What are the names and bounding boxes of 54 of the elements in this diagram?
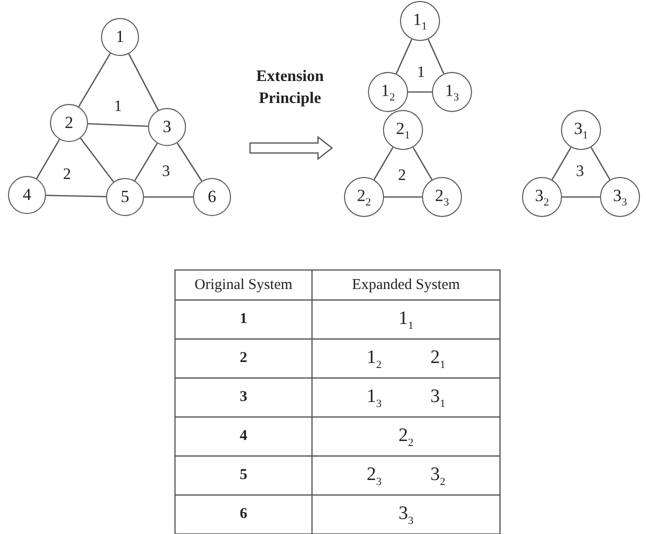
connector-line <box>412 146 432 180</box>
table-cell-text: 1 <box>238 310 248 329</box>
connector-line <box>128 54 159 110</box>
node-circle: 5 <box>106 178 144 216</box>
connector-line <box>590 146 610 180</box>
connector-line <box>134 142 158 182</box>
table-cell-text: 1$_{2}$ 2$_{1}$ <box>366 346 446 372</box>
connector-line <box>374 146 394 180</box>
connector-line <box>384 196 422 198</box>
node-circle: 1$_{3}$ <box>432 72 472 112</box>
connector-line <box>46 194 106 198</box>
connector-line <box>78 53 111 107</box>
node-circle: 1$_{1}$ <box>400 1 440 41</box>
node-circle: 3 <box>148 108 186 146</box>
region-number: 2 <box>63 166 71 184</box>
connector-line <box>408 91 432 93</box>
node-circle: 2$_{1}$ <box>383 110 423 150</box>
connector-line <box>552 146 572 180</box>
node-circle: 3$_{2}$ <box>522 177 562 217</box>
table-cell-text: 2 <box>238 349 248 368</box>
node-circle: 2$_{3}$ <box>422 177 462 217</box>
table-cell-text: 1$_{3}$ 3$_{1}$ <box>366 384 446 412</box>
connector-line <box>176 142 202 182</box>
region-number: 2 <box>398 167 406 185</box>
region-number: 1 <box>417 64 425 82</box>
table-header: Original System <box>194 276 294 294</box>
connector-line <box>36 139 60 179</box>
node-circle: 2 <box>50 104 88 142</box>
node-circle: 3$_{1}$ <box>561 110 601 150</box>
table-header: Expanded System <box>351 276 461 294</box>
connector-line <box>144 196 193 198</box>
region-number: 3 <box>162 163 170 181</box>
table-cell-text: 2$_{3}$ 3$_{2}$ <box>366 462 446 490</box>
node-circle: 4 <box>8 176 46 214</box>
region-number: 1 <box>114 98 122 116</box>
table-cell-text: 2$_{2}$ <box>398 424 414 450</box>
table-cell-text: 3$_{3}$ <box>398 502 414 528</box>
connector-line <box>428 38 444 74</box>
table-cell-text: 3 <box>238 388 248 407</box>
connector-line <box>80 138 114 182</box>
node-circle: 1 <box>101 18 139 56</box>
table-cell-text: 4 <box>238 427 248 446</box>
node-circle: 1$_{2}$ <box>368 72 408 112</box>
table-cell-text: 1$_{1}$ <box>398 306 414 334</box>
table-cell-text: 5 <box>238 466 248 485</box>
region-number: 3 <box>576 163 584 181</box>
connector-line <box>562 196 600 198</box>
connector-line <box>88 123 148 127</box>
heading: Extension Principle <box>255 67 325 109</box>
connector-line <box>396 38 412 74</box>
node-circle: 3$_{3}$ <box>600 177 640 217</box>
node-circle: 2$_{2}$ <box>344 177 384 217</box>
table-cell-text: 6 <box>238 505 248 524</box>
node-circle: 6 <box>193 178 231 216</box>
